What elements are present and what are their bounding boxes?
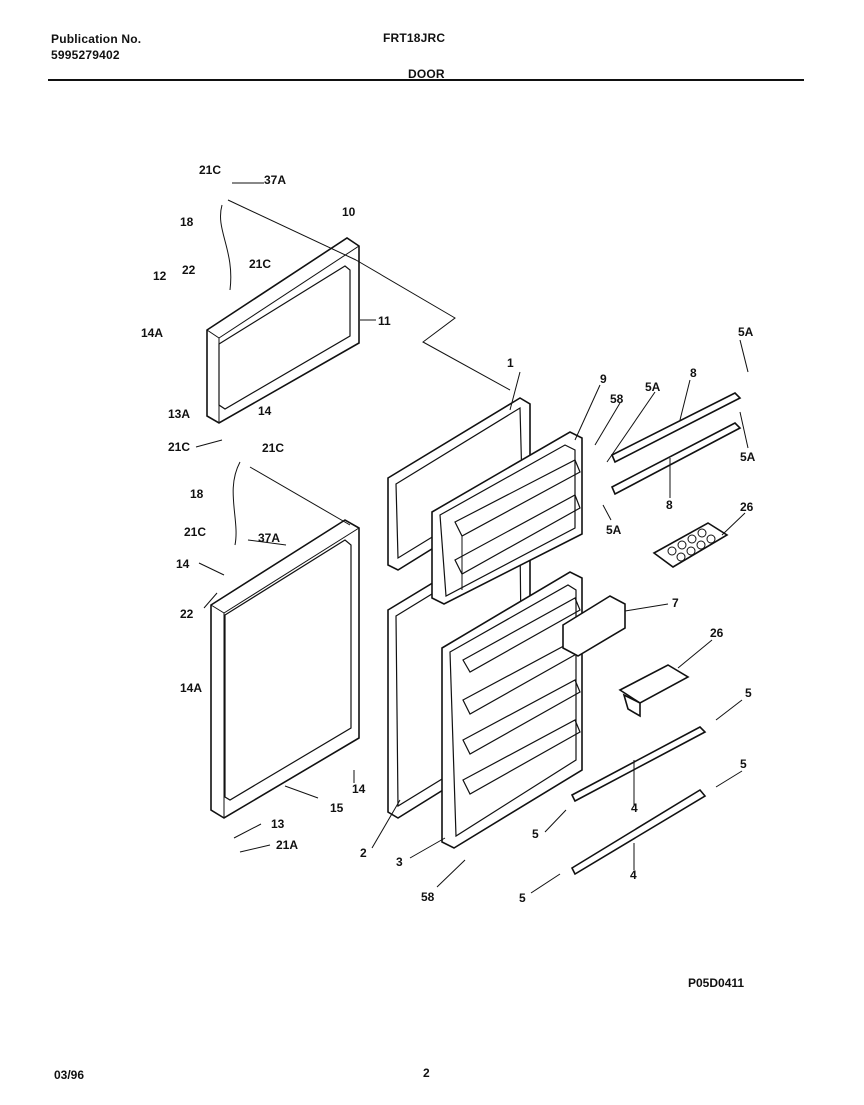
- shelf-rail-8: [610, 392, 742, 496]
- header-rule: [48, 79, 804, 81]
- callout-1: 1: [507, 356, 514, 370]
- callout-21c: 21C: [262, 441, 284, 455]
- callout-5: 5: [519, 891, 526, 905]
- callout-14: 14: [258, 404, 272, 418]
- callout-21c: 21C: [199, 163, 221, 177]
- callout-9: 9: [600, 372, 607, 386]
- footer-page: 2: [423, 1066, 430, 1080]
- footer-date: 03/96: [54, 1068, 85, 1082]
- callout-10: 10: [342, 205, 356, 219]
- freezer-door-panel: [206, 237, 360, 424]
- callout-8: 8: [666, 498, 673, 512]
- callout-8: 8: [690, 366, 697, 380]
- callout-21a: 21A: [276, 838, 298, 852]
- callout-37a: 37A: [258, 531, 280, 545]
- callout-18: 18: [190, 487, 204, 501]
- dairy-door: [562, 595, 626, 657]
- callout-5: 5: [532, 827, 539, 841]
- callout-58: 58: [421, 890, 435, 904]
- callout-21c: 21C: [249, 257, 271, 271]
- shelf-rail-4: [570, 726, 707, 876]
- callout-13a: 13A: [168, 407, 190, 421]
- publication-label: Publication No.: [51, 32, 142, 46]
- egg-tray: [652, 522, 729, 568]
- callout-14a: 14A: [141, 326, 163, 340]
- section-title: DOOR: [408, 67, 445, 81]
- callout-7: 7: [672, 596, 679, 610]
- callout-14: 14: [352, 782, 366, 796]
- callout-14a: 14A: [180, 681, 202, 695]
- callout-2: 2: [360, 846, 367, 860]
- fresh-food-door-liner: [441, 571, 583, 849]
- callout-11: 11: [378, 314, 391, 328]
- callout-15: 15: [330, 801, 344, 815]
- callout-labels: 21C 37A 10 18 21C 12 22 11 14A 13A 14 21…: [141, 163, 756, 905]
- callout-4: 4: [631, 801, 638, 815]
- callout-21c: 21C: [184, 525, 206, 539]
- callout-37a: 37A: [264, 173, 286, 187]
- callout-58: 58: [610, 392, 624, 406]
- callout-12: 12: [153, 269, 167, 283]
- freezer-door-liner: [431, 431, 583, 605]
- callout-21c: 21C: [168, 440, 190, 454]
- callout-18: 18: [180, 215, 194, 229]
- publication-number: 5995279402: [51, 48, 120, 62]
- callout-5a: 5A: [606, 523, 622, 537]
- callout-5: 5: [745, 686, 752, 700]
- fresh-food-door-panel: [210, 519, 360, 819]
- leader-lines: [195, 182, 749, 894]
- callout-26: 26: [740, 500, 754, 514]
- callout-14: 14: [176, 557, 190, 571]
- diagram-code: P05D0411: [688, 976, 745, 990]
- callout-5a: 5A: [645, 380, 661, 394]
- callout-22: 22: [180, 607, 194, 621]
- wire-harness-top: [220, 204, 241, 546]
- callout-13: 13: [271, 817, 285, 831]
- callout-5a: 5A: [740, 450, 756, 464]
- callout-22: 22: [182, 263, 196, 277]
- callout-5: 5: [740, 757, 747, 771]
- callout-3: 3: [396, 855, 403, 869]
- callout-4: 4: [630, 868, 637, 882]
- callout-5a: 5A: [738, 325, 754, 339]
- butter-bin: [618, 664, 690, 718]
- model-number: FRT18JRC: [383, 31, 446, 45]
- callout-26: 26: [710, 626, 724, 640]
